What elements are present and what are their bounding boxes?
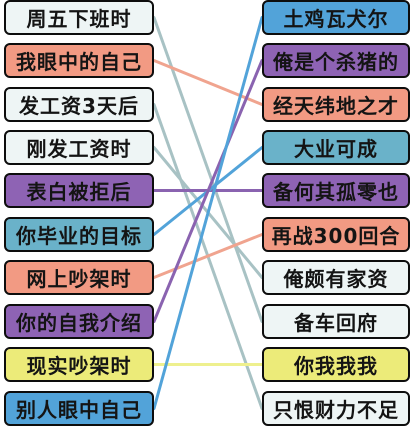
left-card[interactable]: 你的自我介绍 [4,304,154,339]
right-card[interactable]: 只恨财力不足 [262,391,410,426]
left-card[interactable]: 表白被拒后 [4,173,154,208]
right-card[interactable]: 俺是个杀猪的 [262,43,410,78]
left-card[interactable]: 发工资3天后 [4,87,154,122]
connection-line [152,146,264,236]
right-card[interactable]: 备何其孤零也 [262,173,410,208]
right-card-label: 只恨财力不足 [273,398,399,422]
left-card[interactable]: 我眼中的自己 [4,43,154,78]
connection-line [152,16,264,410]
connection-line [152,233,264,279]
right-card-label: 土鸡瓦犬尔 [283,7,389,31]
connection-line [152,59,264,323]
left-card-label: 你毕业的目标 [16,224,142,248]
left-card-label: 我眼中的自己 [16,50,142,74]
right-card[interactable]: 大业可成 [262,130,410,165]
left-card[interactable]: 网上吵架时 [4,260,154,295]
left-card-label: 刚发工资时 [26,137,132,161]
right-card[interactable]: 经天纬地之才 [262,87,410,122]
right-card-label: 备车回府 [294,311,378,335]
left-card-label: 别人眼中自己 [16,398,142,422]
left-card-label: 现实吵架时 [26,354,132,378]
right-card-label: 大业可成 [294,137,378,161]
connection-line [152,103,264,410]
left-card[interactable]: 周五下班时 [4,0,154,35]
left-card-label: 你的自我介绍 [16,311,142,335]
right-card-label: 俺颇有家资 [283,267,389,291]
right-card[interactable]: 俺颇有家资 [262,260,410,295]
right-card[interactable]: 再战300回合 [262,217,410,252]
right-card-label: 备何其孤零也 [273,180,399,204]
left-card[interactable]: 现实吵架时 [4,347,154,382]
right-card-label: 你我我我 [294,354,378,378]
left-card-label: 表白被拒后 [26,180,132,204]
connection-line [152,16,264,323]
right-card-label: 俺是个杀猪的 [273,50,399,74]
left-card[interactable]: 刚发工资时 [4,130,154,165]
right-card-label: 再战300回合 [271,224,401,248]
left-card[interactable]: 你毕业的目标 [4,217,154,252]
left-card-label: 网上吵架时 [26,267,132,291]
right-card[interactable]: 备车回府 [262,304,410,339]
left-card-label: 周五下班时 [26,7,132,31]
connection-line [152,146,264,279]
left-card[interactable]: 别人眼中自己 [4,391,154,426]
right-card-label: 经天纬地之才 [273,94,399,118]
left-card-label: 发工资3天后 [19,94,139,118]
right-card[interactable]: 你我我我 [262,347,410,382]
right-card[interactable]: 土鸡瓦犬尔 [262,0,410,35]
connection-line [152,59,264,106]
